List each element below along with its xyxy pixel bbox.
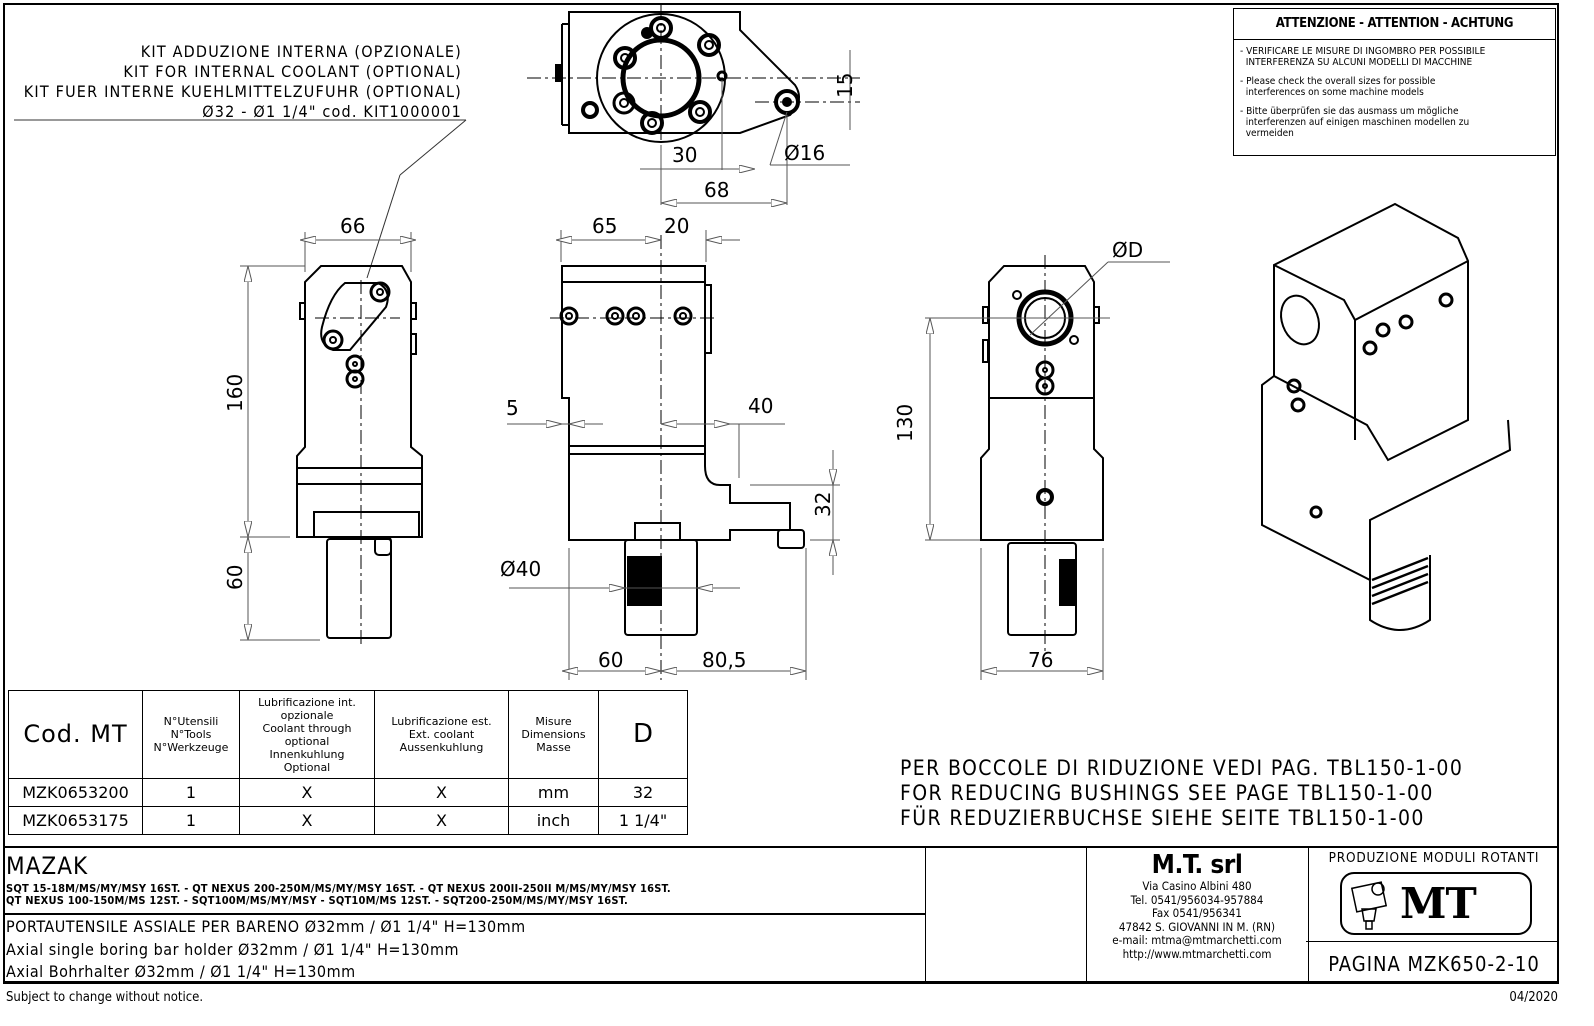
- kit-leader-line: [14, 119, 467, 279]
- table-row: MZK0653175 1 X X inch 1 1/4": [8, 806, 688, 835]
- warning-box: ATTENZIONE - ATTENTION - ACHTUNG - VERIF…: [1233, 8, 1556, 156]
- dim-66: 66: [340, 214, 365, 238]
- kit-note-code: Ø32 - Ø1 1/4" cod. KIT1000001: [202, 102, 462, 121]
- cell-d: 1 1/4": [598, 806, 688, 835]
- cell-code: MZK0653200: [8, 778, 143, 807]
- product-codes-table: Cod. MT N°Utensili N°Tools N°Werkzeuge L…: [8, 690, 688, 835]
- cell-tools: 1: [142, 778, 240, 807]
- warning-item-en: - Please check the overall sizes for pos…: [1240, 76, 1436, 98]
- bushing-note-de: FÜR REDUZIERBUCHSE SIEHE SEITE TBL150-1-…: [900, 806, 1425, 830]
- kit-note-line: KIT FUER INTERNE KUEHLMITTELZUFUHR (OPTI…: [23, 82, 462, 101]
- model-line: QT NEXUS 100-150M/MS 12ST. - SQT100M/MS/…: [6, 894, 628, 907]
- header-external-coolant: Lubrificazione est. Ext. coolant Aussenk…: [374, 690, 509, 779]
- dim-60-shank: 60: [223, 565, 247, 590]
- bushing-note-en: FOR REDUCING BUSHINGS SEE PAGE TBL150-1-…: [900, 781, 1434, 805]
- description-de: Axial Bohrhalter Ø32mm / Ø1 1/4" H=130mm: [6, 962, 356, 981]
- cell-external-coolant: X: [374, 806, 509, 835]
- dim-dia16: Ø16: [784, 141, 825, 165]
- company-email: e-mail: mtma@mtmarchetti.com: [1112, 933, 1282, 947]
- cell-code: MZK0653175: [8, 806, 143, 835]
- front-view-centerlines: [550, 235, 715, 680]
- dim-30: 30: [672, 143, 697, 167]
- rotating-module-icon: [1350, 881, 1388, 930]
- reducing-bushing-note: PER BOCCOLE DI RIDUZIONE VEDI PAG. TBL15…: [900, 756, 1463, 831]
- top-view-centerlines: [527, 5, 860, 140]
- revision-date: 04/2020: [1509, 990, 1558, 1005]
- top-view-dimensions: [640, 50, 851, 205]
- company-info: M.T. srl Via Casino Albini 480 Tel. 0541…: [1088, 848, 1306, 961]
- kit-note-line: KIT ADDUZIONE INTERNA (OPZIONALE): [140, 42, 462, 61]
- company-phone: Tel. 0541/956034-957884: [1130, 892, 1264, 907]
- company-website: http://www.mtmarchetti.com: [1122, 946, 1272, 961]
- front-view-dimensions: [507, 230, 840, 680]
- production-label: PRODUZIONE MODULI ROTANTI: [1328, 850, 1540, 866]
- side-view-dimensions: [240, 232, 416, 641]
- dim-76: 76: [1028, 648, 1053, 672]
- mt-logo: MT: [1340, 872, 1532, 935]
- header-cod-mt: Cod. MT: [8, 690, 143, 779]
- cell-external-coolant: X: [374, 778, 509, 807]
- end-view: [980, 265, 1104, 636]
- header-dimensions: Misure Dimensions Masse: [508, 690, 599, 779]
- dim-bore-diameter: ØD: [1112, 238, 1143, 262]
- internal-coolant-kit-note: KIT ADDUZIONE INTERNA (OPZIONALE) KIT FO…: [24, 42, 462, 122]
- dim-65: 65: [592, 214, 617, 238]
- dim-5: 5: [506, 396, 519, 420]
- header-tools: N°Utensili N°Tools N°Werkzeuge: [142, 690, 240, 779]
- end-view-dimensions: [925, 261, 1170, 680]
- model-line: SQT 15-18M/MS/MY/MSY 16ST. - QT NEXUS 20…: [6, 882, 671, 895]
- warning-item-de: - Bitte überprüfen sie das ausmass um mö…: [1240, 106, 1470, 139]
- cell-units: inch: [508, 806, 599, 835]
- company-name: M.T. srl: [1151, 850, 1243, 880]
- warning-item-it: - VERIFICARE LE MISURE DI INGOMBRO PER P…: [1240, 46, 1486, 68]
- dim-15: 15: [833, 73, 857, 98]
- description-en: Axial single boring bar holder Ø32mm / Ø…: [6, 940, 459, 959]
- side-view: [296, 265, 423, 639]
- compatible-models: SQT 15-18M/MS/MY/MSY 16ST. - QT NEXUS 20…: [6, 883, 671, 907]
- disclaimer: Subject to change without notice.: [6, 990, 204, 1005]
- dim-130: 130: [893, 404, 917, 442]
- cell-internal-coolant: X: [239, 806, 375, 835]
- description-it: PORTAUTENSILE ASSIALE PER BARENO Ø32mm /…: [6, 917, 526, 936]
- dim-40: 40: [748, 394, 773, 418]
- manufacturer: MAZAK: [6, 852, 89, 880]
- dim-60: 60: [598, 648, 623, 672]
- kit-note-line: KIT FOR INTERNAL COOLANT (OPTIONAL): [123, 62, 462, 81]
- top-view: [555, 11, 800, 143]
- company-address: Via Casino Albini 480: [1142, 879, 1252, 893]
- dim-68: 68: [704, 178, 729, 202]
- header-internal-coolant: Lubrificazione int. opzionale Coolant th…: [239, 690, 375, 779]
- side-view-centerlines: [315, 280, 400, 645]
- isometric-view: [1261, 202, 1512, 631]
- dim-dia40: Ø40: [500, 557, 541, 581]
- company-city: 47842 S. GIOVANNI IN M. (RN): [1118, 919, 1276, 934]
- table-header-row: Cod. MT N°Utensili N°Tools N°Werkzeuge L…: [8, 690, 688, 779]
- warning-title: ATTENZIONE - ATTENTION - ACHTUNG: [1234, 9, 1555, 40]
- cell-units: mm: [508, 778, 599, 807]
- dim-20: 20: [664, 214, 689, 238]
- header-d: D: [598, 690, 688, 779]
- company-fax: Fax 0541/956341: [1152, 906, 1242, 920]
- dim-32: 32: [811, 492, 835, 517]
- dim-160: 160: [223, 374, 247, 412]
- cell-d: 32: [598, 778, 688, 807]
- cell-internal-coolant: X: [239, 778, 375, 807]
- table-row: MZK0653200 1 X X mm 32: [8, 778, 688, 807]
- cell-tools: 1: [142, 806, 240, 835]
- title-block: [3, 846, 1559, 983]
- logo-text: MT: [1400, 879, 1477, 928]
- page-number: PAGINA MZK650-2-10: [1328, 952, 1540, 976]
- dim-80-5: 80,5: [702, 648, 747, 672]
- bushing-note-it: PER BOCCOLE DI RIDUZIONE VEDI PAG. TBL15…: [900, 756, 1464, 780]
- front-view: [559, 265, 805, 636]
